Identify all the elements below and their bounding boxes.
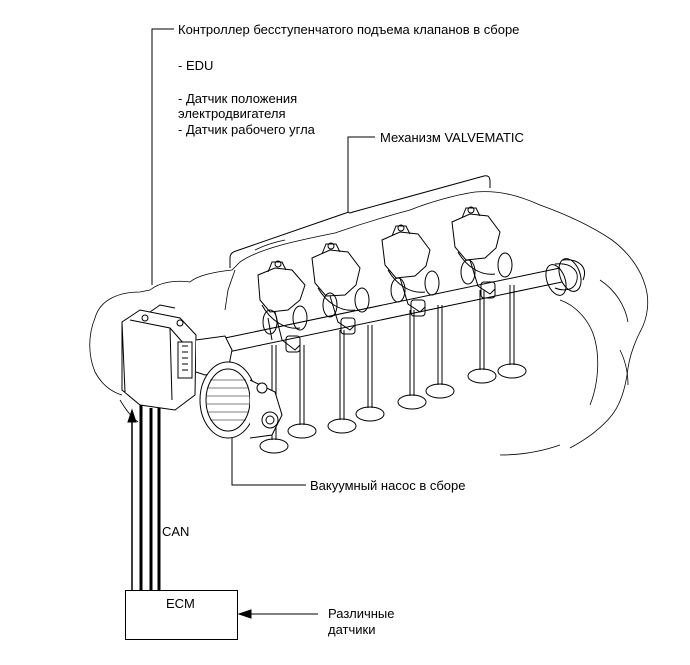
valve-lift-controller bbox=[121, 304, 233, 411]
arrow-from-sensors bbox=[237, 609, 318, 619]
valvematic-label: Механизм VALVEMATIC bbox=[380, 130, 524, 145]
rocker-assembly-1 bbox=[257, 260, 306, 353]
arrow-to-controller bbox=[127, 408, 137, 590]
rocker-assembly-2 bbox=[311, 242, 361, 335]
motor-sensor-label-line2: электродвигателя bbox=[178, 106, 286, 121]
angle-sensor-label: - Датчик рабочего угла bbox=[178, 122, 315, 137]
vacuum-pump bbox=[199, 361, 283, 439]
ecm-label: ECM bbox=[166, 596, 195, 611]
vacuum-pump-label: Вакуумный насос в сборе bbox=[310, 478, 466, 493]
motor-sensor-label-line1: - Датчик положения bbox=[178, 91, 298, 106]
controller-label: Контроллер бесступенчатого подъема клапа… bbox=[178, 22, 520, 37]
can-label: CAN bbox=[162, 524, 190, 539]
valvematic-bracket bbox=[229, 175, 491, 268]
valves bbox=[259, 285, 527, 454]
ecm-box bbox=[125, 590, 238, 640]
wiring-harness bbox=[139, 405, 161, 590]
rocker-assembly-4 bbox=[451, 206, 501, 299]
vacuum-pump-leader bbox=[231, 438, 306, 486]
cam-rollers bbox=[262, 252, 513, 335]
camshaft bbox=[221, 258, 585, 353]
sensors-label-line2: датчики bbox=[328, 622, 376, 637]
leader-lines bbox=[151, 28, 491, 486]
valvematic-leader bbox=[347, 136, 375, 212]
rocker-assembly-3 bbox=[381, 224, 431, 317]
engine-block-outline bbox=[89, 191, 649, 456]
controller-leader bbox=[151, 28, 174, 285]
edu-label: - EDU bbox=[178, 58, 214, 73]
sensors-label-line1: Различные bbox=[328, 606, 395, 621]
